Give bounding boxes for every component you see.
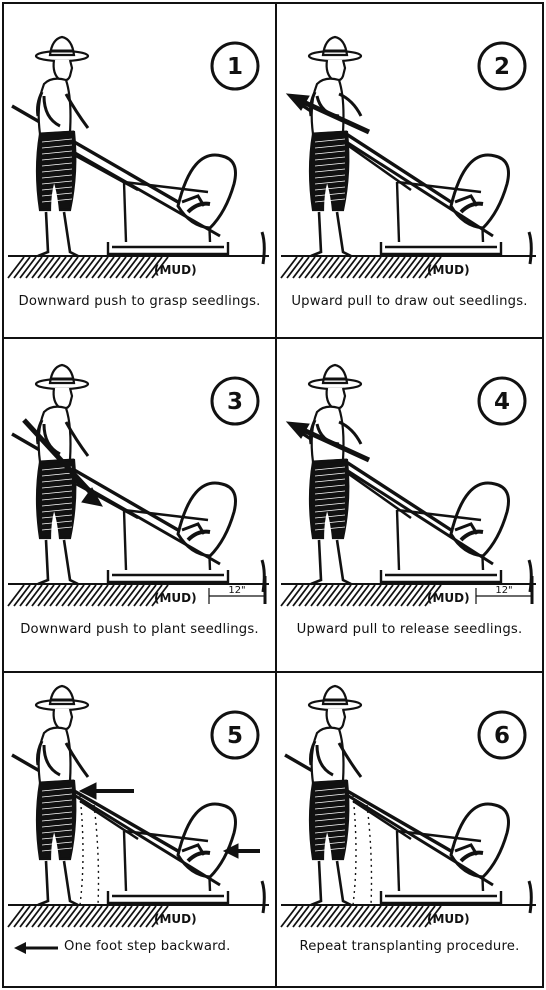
step-panel-3: 3 (MUD) 12" Downward push to plant seedling… xyxy=(4,339,275,671)
step-number-badge: 4 xyxy=(479,378,525,424)
mud-label: (MUD) xyxy=(427,912,470,926)
step-illustration: 2 (MUD) xyxy=(277,4,542,337)
step-caption: Repeat transplanting procedure. xyxy=(277,939,542,954)
mud-label: (MUD) xyxy=(154,912,197,926)
step-caption-text: Downward push to grasp seedlings. xyxy=(18,294,260,309)
step-panel-6: 6 (MUD) Repeat transplanting procedure. xyxy=(277,673,542,986)
step-number: 3 xyxy=(227,389,243,415)
mud-label: (MUD) xyxy=(154,263,197,277)
step-number-badge: 3 xyxy=(212,378,258,424)
step-caption-text: Upward pull to release seedlings. xyxy=(297,622,523,637)
step-number-badge: 1 xyxy=(212,43,258,89)
step-caption: Upward pull to release seedlings. xyxy=(277,622,542,637)
mud-label: (MUD) xyxy=(154,591,197,605)
step-number: 6 xyxy=(494,723,510,749)
step-caption: Downward push to plant seedlings. xyxy=(4,622,275,637)
step-caption-text: One foot step backward. xyxy=(64,939,230,954)
step-caption-text: Repeat transplanting procedure. xyxy=(299,939,519,954)
step-caption: Upward pull to draw out seedlings. xyxy=(277,294,542,309)
step-number-badge: 6 xyxy=(479,712,525,758)
spacing-label: 12" xyxy=(228,585,245,596)
step-illustration: 1 (MUD) xyxy=(4,4,275,337)
step-back-arrow xyxy=(14,942,60,954)
step-panel-5: 5 (MUD) One foot step backward. xyxy=(4,673,275,986)
step-number: 1 xyxy=(227,54,243,80)
step-caption-text: Upward pull to draw out seedlings. xyxy=(291,294,527,309)
spacing-label: 12" xyxy=(495,585,512,596)
step-number: 2 xyxy=(494,54,510,80)
step-panel-1: 1 (MUD) Downward push to grasp seedlings. xyxy=(4,4,275,337)
mud-label: (MUD) xyxy=(427,591,470,605)
step-panel-2: 2 (MUD) Upward pull to draw out seedlings. xyxy=(277,4,542,337)
step-caption: Downward push to grasp seedlings. xyxy=(4,294,275,309)
step-panel-4: 4 (MUD) 12" Upward pull to release seedling… xyxy=(277,339,542,671)
step-caption: One foot step backward. xyxy=(4,939,275,954)
step-number: 5 xyxy=(227,723,243,749)
step-number-badge: 5 xyxy=(212,712,258,758)
step-caption-text: Downward push to plant seedlings. xyxy=(20,622,259,637)
mud-label: (MUD) xyxy=(427,263,470,277)
step-number: 4 xyxy=(494,389,510,415)
step-number-badge: 2 xyxy=(479,43,525,89)
